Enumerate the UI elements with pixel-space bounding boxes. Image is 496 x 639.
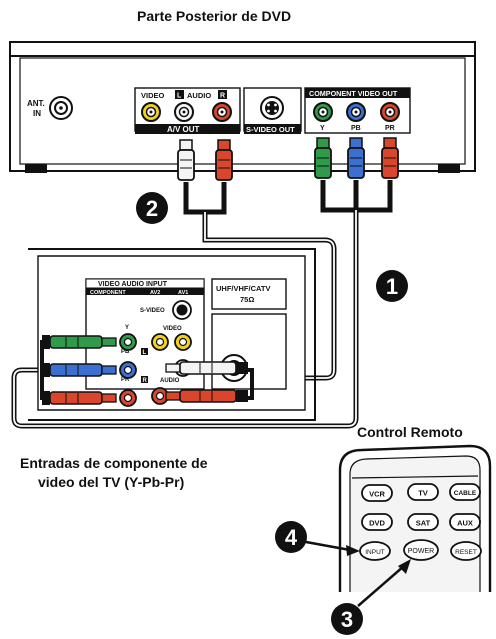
tv-video-label: VIDEO [163,326,182,332]
dvd-video-label: VIDEO [141,91,165,100]
tv-video2-jack [174,333,192,351]
tv-audio-label: AUDIO [160,378,180,384]
tv-av2-label: AV2 [150,290,160,296]
remote-power-label: POWER [408,548,434,555]
tv-svideo-jack [172,300,192,320]
remote-sat-label: SAT [416,519,431,528]
tv-caption-line1: Entradas de componente de [20,455,208,471]
dvd-y-label: Y [320,125,325,132]
dvd-audio-label: AUDIO [187,91,211,100]
remote-sat-button[interactable]: SAT [407,513,439,531]
dvd-r-label: R [220,93,225,100]
tv-plug-audio-red [165,389,248,403]
tv-av1-label: AV1 [178,290,188,296]
tv-r-label: R [143,378,148,384]
remote-dvd-label: DVD [369,519,385,528]
dvd-title: Parte Posterior de DVD [137,8,292,24]
dvd-audio-r-jack [212,102,232,122]
tv-video-audio-input-label: VIDEO AUDIO INPUT [98,281,168,288]
tv-uhf-label: UHF/VHF/CATV [216,284,270,293]
tv-ohm-label: 75Ω [240,295,254,304]
plug-audio-red [215,139,233,181]
step-1-number: 1 [386,274,398,299]
tv-plug-blue [42,361,137,379]
remote-cable-label: CABLE [454,490,477,497]
remote-input-button[interactable]: INPUT [359,541,391,561]
av-out-label: A/V OUT [167,125,200,134]
svideo-out-group [243,87,302,134]
step-4-arrow [305,540,360,556]
step-4-badge: 4 [275,521,307,553]
tv-l-label: L [143,350,147,356]
ant-in-jack [49,96,73,120]
audio-cable-pair [183,182,227,215]
tv-pb-label: PB [121,349,130,355]
dvd-pb-label: PB [351,125,361,132]
tv-l-box [141,348,148,355]
step-2-number: 2 [146,196,158,221]
dvd-l-label: L [177,93,182,100]
step-1-badge: 1 [376,270,408,302]
component-out-label: COMPONENT VIDEO OUT [309,89,398,98]
remote-tv-button[interactable]: TV [407,483,439,501]
tv-pr-label: PR [121,377,130,383]
tv-component-cable-bundle [40,340,44,400]
plug-component-blue [347,137,365,179]
remote-title: Control Remoto [357,424,463,440]
remote-power-button[interactable]: POWER [403,539,439,561]
tv-plug-red [42,389,137,407]
remote-tv-label: TV [418,489,428,498]
dvd-y-jack [313,102,333,122]
dvd-audio-l-jack [174,102,194,122]
remote-reset-label: RESET [455,549,477,556]
remote-vcr-label: VCR [369,490,385,499]
remote-reset-button[interactable]: RESET [450,541,482,561]
tv-plug-white [165,361,248,375]
tv-r-box [141,376,148,383]
dvd-pb-jack [346,102,366,122]
tv-plug-green [42,335,117,349]
plug-component-green [314,137,332,179]
tv-caption-line2: video del TV (Y-Pb-Pr) [38,474,185,490]
plug-component-red [381,137,399,179]
remote-aux-button[interactable]: AUX [449,513,481,531]
remote-input-label: INPUT [365,549,385,556]
step-3-number: 3 [341,607,353,632]
svideo-out-label: S-VIDEO OUT [246,125,295,134]
remote-aux-label: AUX [457,519,473,528]
tv-y-jack [119,333,137,351]
ant-label-2: IN [33,109,41,118]
step-3-badge: 3 [331,603,363,635]
dvd-pr-label: PR [385,125,395,132]
tv-video1-jack [151,333,169,351]
plug-audio-white [177,139,195,181]
step-4-number: 4 [285,525,298,550]
remote-cable-button[interactable]: CABLE [449,483,481,501]
audio-cable-run-inner [204,212,335,379]
step-3-arrow [357,559,411,607]
tv-y-label: Y [125,325,129,331]
component-cable-run-inner [13,210,357,427]
step-2-badge: 2 [136,192,168,224]
tv-svideo-label: S-VIDEO [140,308,165,314]
tv-component-label: COMPONENT [90,290,126,296]
remote-dvd-button[interactable]: DVD [361,513,393,531]
remote-vcr-button[interactable]: VCR [361,484,393,502]
dvd-pr-jack [380,102,400,122]
ant-label-1: ANT. [27,99,45,108]
dvd-video-jack [141,102,161,122]
tv-audio-cable-bundle [248,368,254,400]
